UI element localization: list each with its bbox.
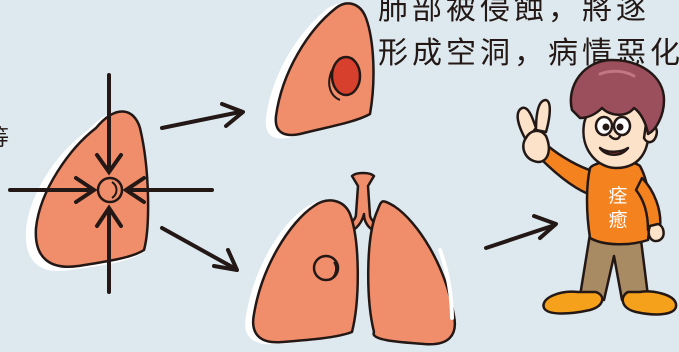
arrow-icon bbox=[126, 178, 212, 202]
lesion-icon bbox=[98, 178, 122, 202]
hand bbox=[649, 224, 664, 241]
lung-icon bbox=[266, 3, 374, 138]
lungs-pair-icon bbox=[245, 173, 455, 344]
cavity-icon bbox=[332, 57, 360, 95]
victory-hand-icon bbox=[518, 100, 550, 162]
shirt-text-1: 痊 bbox=[608, 185, 627, 207]
left-shoe bbox=[543, 292, 602, 314]
right-shoe bbox=[623, 292, 676, 315]
arrow-icon bbox=[486, 216, 556, 248]
arrow-icon bbox=[162, 104, 243, 128]
shirt-text-2: 癒 bbox=[608, 209, 627, 231]
arrow-icon bbox=[162, 228, 237, 270]
cartoon-man-icon: 痊 癒 bbox=[518, 60, 676, 314]
